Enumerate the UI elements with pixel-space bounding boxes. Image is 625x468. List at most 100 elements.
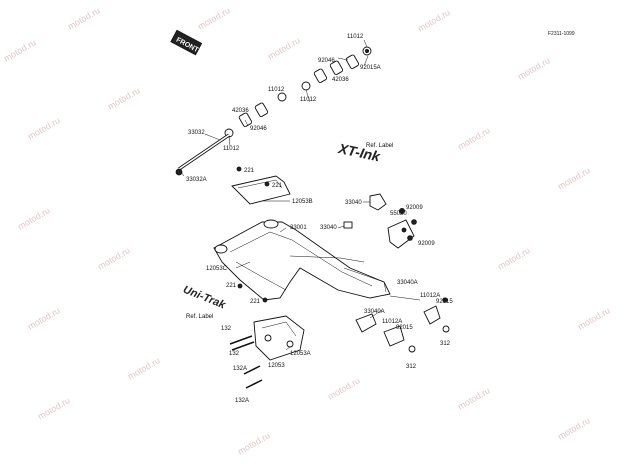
shaft-head bbox=[175, 168, 183, 176]
part-label: 55020 bbox=[390, 211, 407, 217]
nut-hole bbox=[364, 49, 369, 54]
part-label: 221 bbox=[250, 299, 261, 305]
part-label: 221 bbox=[272, 183, 283, 189]
bolt-92009b bbox=[407, 235, 413, 241]
screw-221a bbox=[236, 166, 242, 172]
bushing-92046b bbox=[313, 68, 328, 83]
watermark: motod.ru bbox=[496, 245, 532, 271]
leader bbox=[279, 227, 287, 233]
watermark: motod.ru bbox=[556, 165, 592, 191]
part-label: 33040 bbox=[320, 225, 337, 231]
leader bbox=[204, 133, 221, 141]
adjuster-body bbox=[369, 193, 387, 211]
bolts-132 bbox=[229, 335, 263, 389]
part-label: 33001 bbox=[290, 225, 307, 231]
shaft-highlight bbox=[178, 134, 230, 170]
swingarm-edge bbox=[229, 231, 373, 287]
leader bbox=[305, 89, 311, 103]
chain-adjuster-upper bbox=[343, 193, 417, 249]
part-label: 33040A bbox=[397, 280, 418, 286]
part-label: 42036 bbox=[232, 108, 249, 114]
nut-11012b bbox=[301, 81, 311, 91]
watermark: motod.ru bbox=[516, 55, 552, 81]
part-label: 92046 bbox=[318, 58, 335, 64]
part-label: 92015 bbox=[396, 325, 413, 331]
nut-92015 bbox=[442, 297, 448, 303]
part-label: 92009 bbox=[418, 241, 435, 247]
part-label: 92015A bbox=[360, 65, 381, 71]
swingarm bbox=[213, 219, 391, 301]
slipper-rib bbox=[237, 179, 283, 189]
watermark: motod.ru bbox=[26, 115, 62, 141]
part-labels: 11012 92046 92015A 42036 11012 11012 420… bbox=[186, 34, 453, 404]
part-label: 132A bbox=[235, 398, 249, 404]
nut-312b bbox=[408, 345, 416, 353]
bolt-55020 bbox=[398, 207, 405, 214]
guide-hole bbox=[264, 334, 272, 342]
ref-label-2: Ref. Label bbox=[186, 314, 213, 320]
collar-42036 bbox=[329, 60, 344, 75]
slipper-body bbox=[231, 175, 291, 205]
part-label: 11012A bbox=[420, 293, 440, 299]
watermark: motod.ru bbox=[556, 415, 592, 441]
leader bbox=[363, 55, 369, 67]
part-label: 312 bbox=[406, 364, 417, 370]
watermark: motod.ru bbox=[576, 305, 612, 331]
chain-slipper-upper bbox=[231, 175, 291, 205]
swingarm-body bbox=[213, 221, 391, 301]
watermark: motod.ru bbox=[196, 5, 232, 31]
part-label: 11012 bbox=[300, 97, 317, 103]
part-label: 33040 bbox=[345, 200, 362, 206]
part-label: 42036 bbox=[332, 77, 349, 83]
leader bbox=[337, 57, 349, 61]
part-label: 92009 bbox=[406, 205, 423, 211]
watermark: motod.ru bbox=[416, 7, 452, 33]
pivot-boss bbox=[263, 219, 279, 229]
leader bbox=[244, 119, 249, 127]
front-badge-box bbox=[170, 29, 203, 56]
bracket-hole bbox=[401, 227, 407, 233]
guide-hole-2 bbox=[286, 340, 294, 348]
bolt-132a bbox=[229, 335, 253, 345]
part-label: 92015 bbox=[436, 299, 453, 305]
part-label: 12053B bbox=[292, 199, 313, 205]
watermark: motod.ru bbox=[266, 35, 302, 61]
part-label: 221 bbox=[226, 283, 237, 289]
watermark: motod.ru bbox=[456, 385, 492, 411]
part-label: 132 bbox=[221, 326, 232, 332]
leader bbox=[363, 39, 368, 48]
part-label: 312 bbox=[440, 341, 451, 347]
part-label: 12053C bbox=[206, 266, 228, 272]
collar-42036b bbox=[254, 102, 269, 117]
part-label: 132 bbox=[229, 351, 240, 357]
watermark: motod.ru bbox=[16, 205, 52, 231]
watermark: motod.ru bbox=[2, 37, 38, 63]
right-arm-edge bbox=[343, 267, 387, 293]
leader bbox=[228, 136, 231, 147]
pivot-hardware-upper bbox=[224, 46, 372, 138]
screws-221 bbox=[236, 166, 270, 303]
ref-label-1: Ref. Label bbox=[366, 143, 393, 149]
bolt-92009 bbox=[411, 219, 417, 225]
nut-312 bbox=[442, 325, 450, 333]
leader bbox=[180, 171, 185, 177]
part-label: 132A bbox=[233, 366, 247, 372]
drawing-code: F2311-1099 bbox=[548, 31, 575, 37]
guide-rib bbox=[261, 321, 297, 337]
part-label: 33032A bbox=[186, 177, 207, 183]
part-label: 92046 bbox=[250, 126, 267, 132]
part-label: 11012 bbox=[268, 87, 285, 93]
adjuster-plate bbox=[423, 305, 441, 325]
nut-11012c bbox=[277, 92, 287, 102]
watermark: motod.ru bbox=[126, 355, 162, 381]
screw-221d bbox=[262, 297, 268, 303]
part-label: 33040A bbox=[364, 309, 385, 315]
bolt-132b bbox=[231, 341, 255, 351]
screw-221c bbox=[237, 283, 243, 289]
adjuster-33040a bbox=[355, 313, 377, 333]
chain-guide-lower bbox=[253, 315, 305, 361]
screw-221b bbox=[264, 181, 270, 187]
leader bbox=[235, 261, 251, 269]
front-badge: FRONT bbox=[170, 29, 203, 56]
